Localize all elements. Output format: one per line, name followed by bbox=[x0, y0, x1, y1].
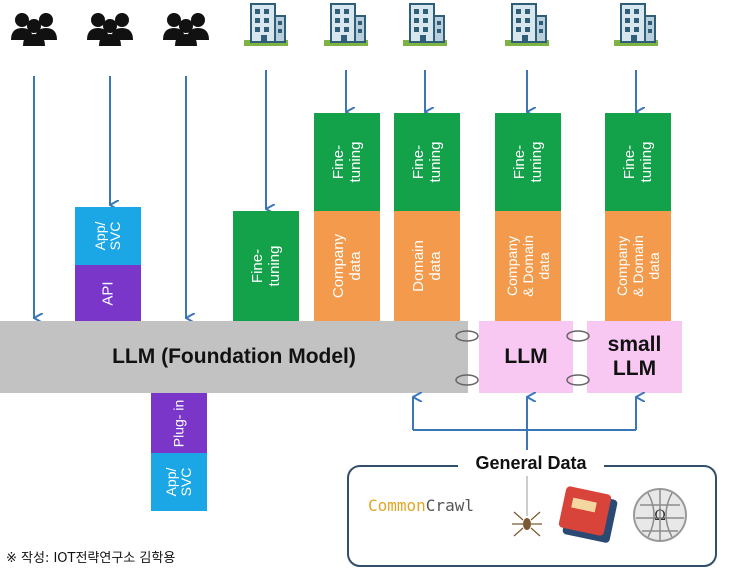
plugin-block bbox=[151, 393, 207, 453]
app-svc-block-bottom bbox=[151, 453, 207, 511]
link-icon bbox=[566, 374, 590, 386]
building-icon bbox=[504, 3, 550, 47]
fine-tuning-block bbox=[394, 113, 460, 211]
company-data-block bbox=[314, 211, 380, 321]
llm-box bbox=[479, 321, 573, 393]
company-domain-data-block bbox=[605, 211, 671, 321]
people-icon bbox=[163, 13, 209, 46]
general-data-title-bg bbox=[458, 450, 604, 476]
fine-tuning-block bbox=[495, 113, 561, 211]
foundation-model-bar bbox=[0, 321, 468, 393]
small-llm-box bbox=[587, 321, 682, 393]
book-icon bbox=[558, 486, 618, 543]
wikipedia-globe-icon: Ω bbox=[633, 488, 687, 542]
link-icon bbox=[455, 330, 479, 342]
fine-tuning-block bbox=[233, 211, 299, 321]
link-icon bbox=[566, 330, 590, 342]
app-svc-block bbox=[75, 207, 141, 265]
people-icon bbox=[11, 13, 57, 46]
building-icon bbox=[323, 3, 369, 47]
building-icon bbox=[243, 3, 289, 47]
company-domain-data-block bbox=[495, 211, 561, 321]
fine-tuning-block bbox=[605, 113, 671, 211]
people-icon bbox=[87, 13, 133, 46]
spider-icon bbox=[512, 476, 542, 537]
building-icon bbox=[613, 3, 659, 47]
api-block bbox=[75, 265, 141, 321]
domain-data-block bbox=[394, 211, 460, 321]
link-icon bbox=[455, 374, 479, 386]
fine-tuning-block bbox=[314, 113, 380, 211]
building-icon bbox=[402, 3, 448, 47]
svg-text:Ω: Ω bbox=[654, 508, 666, 524]
